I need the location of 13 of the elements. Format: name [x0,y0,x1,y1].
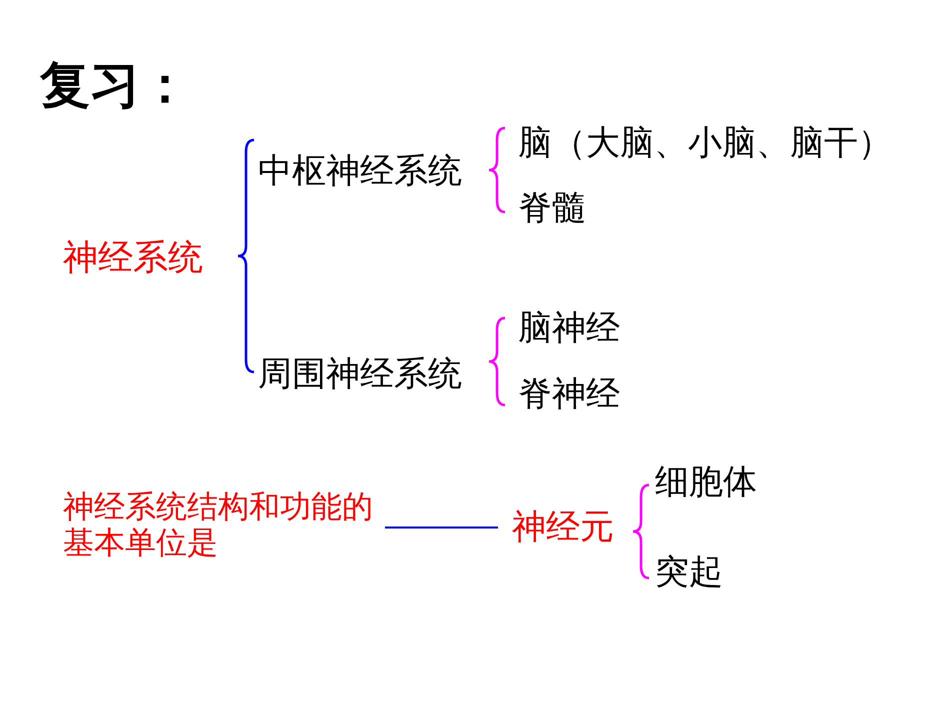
node-text: 神经元 [512,507,614,547]
node-text: 中枢神经系统 [258,151,462,191]
slide-title: 复习： [40,55,190,116]
node-text: 神经系统 [63,238,203,278]
node-text: 神经系统结构和功能的基本单位是 [63,489,373,561]
node-text: 脑（大脑、小脑、脑干） [518,123,892,163]
connector-line [385,526,498,529]
node-text: 脊神经 [518,374,620,414]
node-text: 周围神经系统 [258,354,462,394]
node-text: 突起 [655,552,723,592]
node-text: 脑神经 [518,308,620,348]
node-text: 细胞体 [655,462,757,502]
node-text: 脊髓 [518,188,586,228]
